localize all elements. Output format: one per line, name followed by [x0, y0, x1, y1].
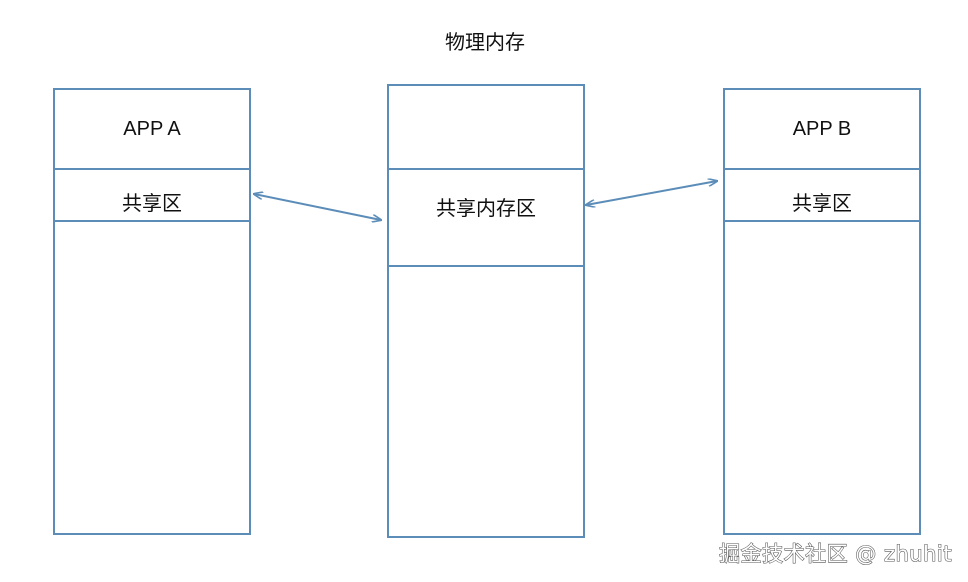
- arrow-shared-memory-to-app-b: [586, 181, 717, 205]
- app-a-divider-bottom: [55, 220, 249, 222]
- app-a-divider-top: [55, 168, 249, 170]
- physical-memory-divider-bottom: [389, 265, 583, 267]
- app-b-label: APP B: [792, 118, 852, 140]
- physical-memory-block: 共享内存区: [387, 84, 585, 538]
- app-b-divider-top: [725, 168, 919, 170]
- app-a-block: APP A 共享区: [53, 88, 251, 535]
- app-b-divider-bottom: [725, 220, 919, 222]
- app-b-block: APP B 共享区: [723, 88, 921, 535]
- app-b-shared-region: 共享区: [792, 191, 852, 215]
- diagram-title: 物理内存: [445, 30, 525, 54]
- app-a-label: APP A: [123, 118, 181, 140]
- watermark: 掘金技术社区 @ zhuhit: [719, 541, 952, 566]
- shared-memory-region: 共享内存区: [436, 196, 536, 220]
- app-a-shared-region: 共享区: [122, 191, 182, 215]
- arrow-app-a-to-shared-memory: [254, 194, 381, 220]
- physical-memory-divider-top: [389, 168, 583, 170]
